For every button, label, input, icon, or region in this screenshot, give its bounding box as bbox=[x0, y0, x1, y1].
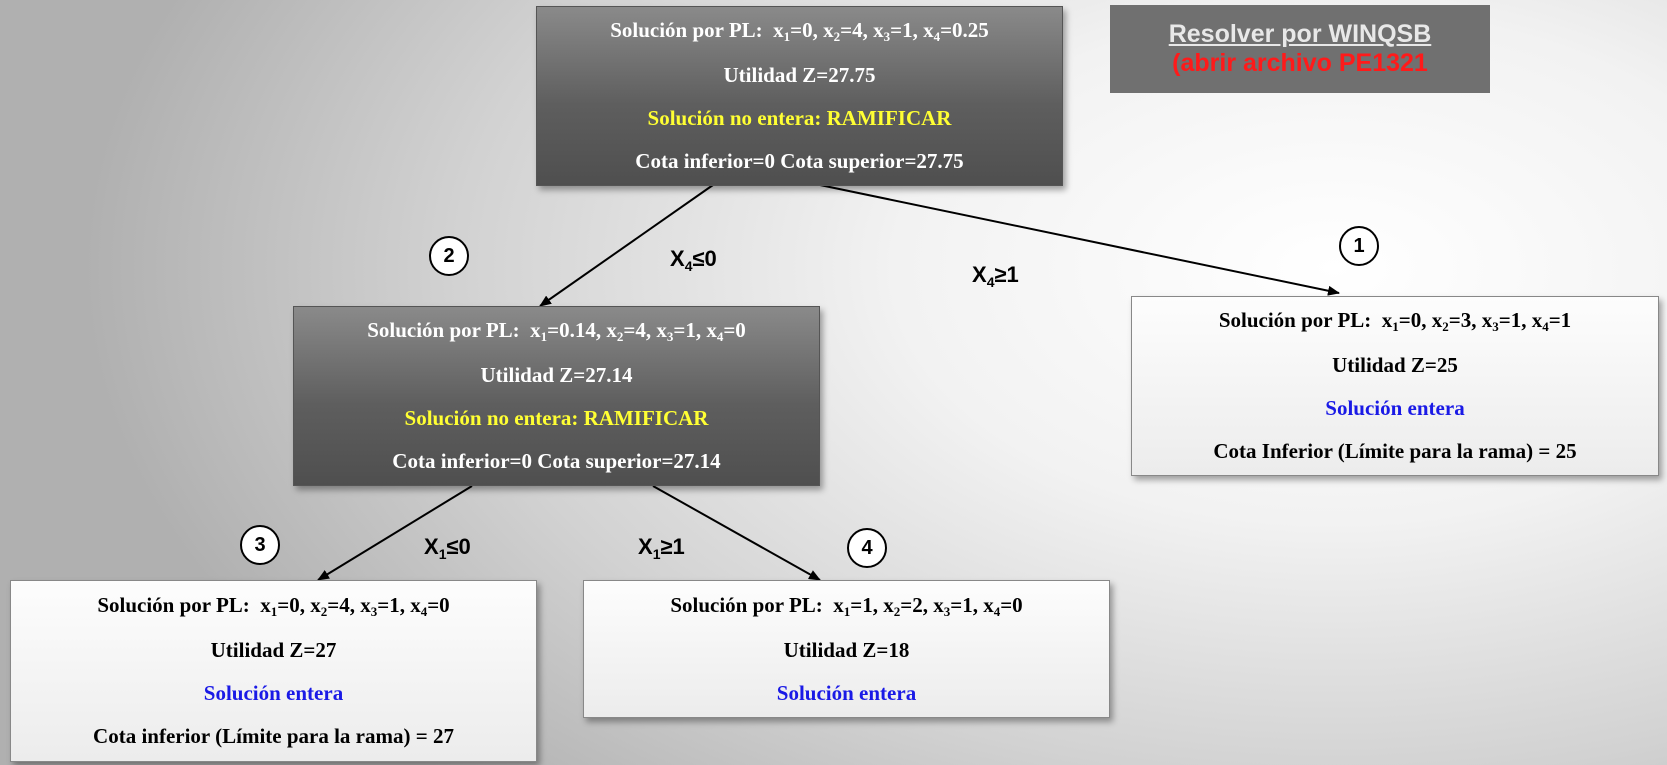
var-x1: x1=0, bbox=[1381, 308, 1432, 334]
branch-order-circle-3: 3 bbox=[240, 525, 280, 565]
edge-n2-to-n4 bbox=[652, 485, 821, 581]
node-4: Solución por PL: x1=1, x2=2, x3=1, x4=0 … bbox=[583, 580, 1110, 718]
node-root: Solución por PL: x1=0, x2=4, x3=1, x4=0.… bbox=[536, 6, 1063, 186]
var-x4: x4=0.25 bbox=[923, 18, 989, 44]
var-x2: x2=4, bbox=[823, 18, 874, 44]
node-1-bounds: Cota Inferior (Límite para la rama) = 25 bbox=[1213, 439, 1577, 463]
node-3-utility: Utilidad Z=27 bbox=[210, 638, 337, 662]
node-1: Solución por PL: x1=0, x2=3, x3=1, x4=1 … bbox=[1131, 296, 1659, 476]
branch-label-x1-le-0: X1≤0 bbox=[424, 534, 471, 562]
node-root-status: Solución no entera: RAMIFICAR bbox=[647, 106, 952, 130]
node-1-solution: Solución por PL: x1=0, x2=3, x3=1, x4=1 bbox=[1132, 308, 1658, 335]
node-2-bounds: Cota inferior=0 Cota superior=27.14 bbox=[392, 449, 721, 473]
node-3-status: Solución entera bbox=[203, 681, 344, 705]
var-x2: x2=4, bbox=[310, 593, 361, 619]
winqsb-file-note: (abrir archivo PE1321 bbox=[1172, 49, 1428, 77]
node-root-bounds: Cota inferior=0 Cota superior=27.75 bbox=[635, 149, 964, 173]
edge-root-to-n2 bbox=[539, 184, 714, 307]
var-x2: x2=4, bbox=[606, 318, 657, 344]
node-2-status: Solución no entera: RAMIFICAR bbox=[404, 406, 709, 430]
branch-label-x4-ge-1: X4≥1 bbox=[972, 262, 1019, 290]
var-x1: x1=0, bbox=[773, 18, 824, 44]
pl-prefix: Solución por PL: bbox=[1218, 308, 1372, 332]
node-4-solution: Solución por PL: x1=1, x2=2, x3=1, x4=0 bbox=[584, 593, 1109, 620]
node-4-utility: Utilidad Z=18 bbox=[783, 637, 910, 662]
var-x1: x1=1, bbox=[833, 592, 884, 619]
var-x4: x4=1 bbox=[1531, 308, 1572, 334]
var-x3: x3=1, bbox=[873, 18, 924, 44]
node-root-solution: Solución por PL: x1=0, x2=4, x3=1, x4=0.… bbox=[537, 18, 1062, 45]
node-4-status: Solución entera bbox=[776, 680, 917, 705]
var-x2: x2=3, bbox=[1431, 308, 1482, 334]
node-3-bounds: Cota inferior (Límite para la rama) = 27 bbox=[93, 724, 454, 748]
pl-prefix: Solución por PL: bbox=[97, 593, 250, 617]
node-1-utility: Utilidad Z=25 bbox=[1332, 353, 1458, 377]
var-x4: x4=0 bbox=[983, 592, 1023, 619]
branch-label-x4-le-0: X4≤0 bbox=[670, 246, 717, 274]
var-x4: x4=0 bbox=[410, 593, 450, 619]
node-2-utility: Utilidad Z=27.14 bbox=[480, 363, 633, 387]
var-x3: x3=1, bbox=[360, 593, 411, 619]
edge-n2-to-n3 bbox=[317, 485, 473, 581]
var-x3: x3=1, bbox=[656, 318, 707, 344]
var-x2: x2=2, bbox=[883, 592, 934, 619]
var-x1: x1=0, bbox=[260, 593, 311, 619]
var-x4: x4=0 bbox=[706, 318, 746, 344]
branch-order-circle-2: 2 bbox=[429, 236, 469, 276]
pl-prefix: Solución por PL: bbox=[367, 318, 520, 342]
node-3: Solución por PL: x1=0, x2=4, x3=1, x4=0 … bbox=[10, 580, 537, 762]
node-2: Solución por PL: x1=0.14, x2=4, x3=1, x4… bbox=[293, 306, 820, 486]
node-root-utility: Utilidad Z=27.75 bbox=[723, 63, 876, 87]
var-x3: x3=1, bbox=[933, 592, 984, 619]
branch-order-circle-1: 1 bbox=[1339, 226, 1379, 266]
branch-order-circle-4: 4 bbox=[847, 528, 887, 568]
winqsb-link-box[interactable]: Resolver por WINQSB (abrir archivo PE132… bbox=[1110, 5, 1490, 93]
node-1-status: Solución entera bbox=[1325, 396, 1465, 420]
var-x3: x3=1, bbox=[1481, 308, 1532, 334]
node-2-solution: Solución por PL: x1=0.14, x2=4, x3=1, x4… bbox=[294, 318, 819, 345]
node-3-solution: Solución por PL: x1=0, x2=4, x3=1, x4=0 bbox=[11, 593, 536, 620]
winqsb-link[interactable]: Resolver por WINQSB bbox=[1168, 20, 1432, 48]
branch-label-x1-ge-1: X1≥1 bbox=[638, 534, 685, 562]
edge-root-to-n1 bbox=[819, 184, 1340, 296]
pl-prefix: Solución por PL: bbox=[670, 592, 823, 617]
pl-prefix: Solución por PL: bbox=[610, 18, 763, 42]
var-x1: x1=0.14, bbox=[530, 318, 607, 344]
